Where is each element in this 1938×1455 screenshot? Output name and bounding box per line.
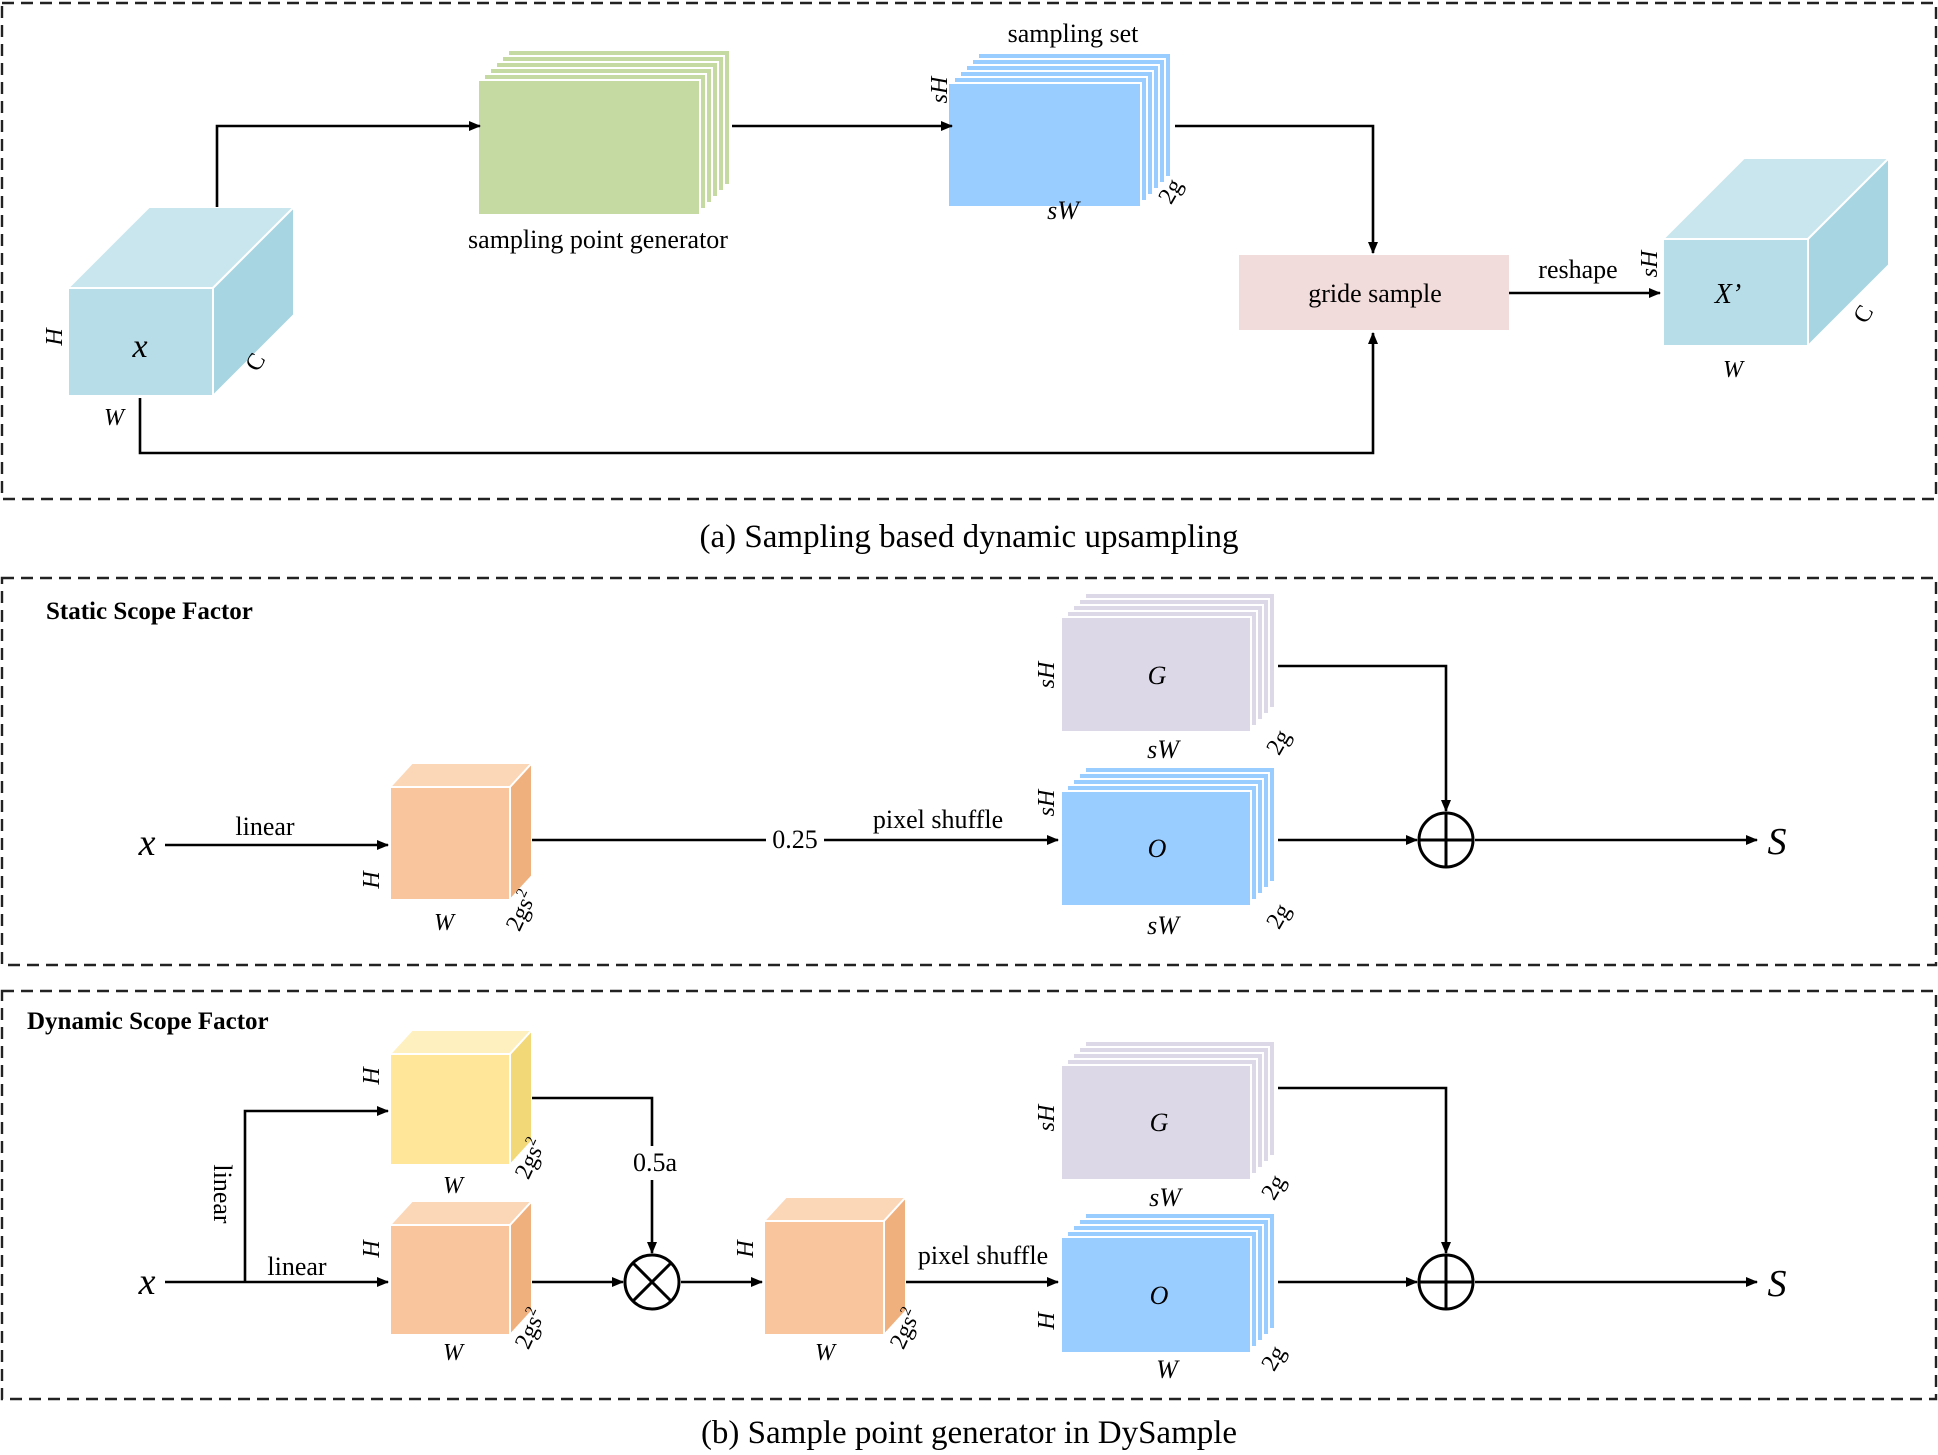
input-cube-width-label: W — [104, 405, 126, 431]
static-scope-title: Static Scope Factor — [46, 598, 253, 625]
dynamic-o-width-label: W — [1156, 1355, 1180, 1384]
dynamic-yellow-width-label: W — [443, 1173, 465, 1199]
static-o-width-label: sW — [1147, 911, 1181, 940]
dynamic-line-yellow-to-factor — [532, 1096, 654, 1146]
dynamic-g-stack — [1060, 1040, 1276, 1181]
static-g-depth-label: 2g — [1262, 726, 1297, 760]
sampling-point-generator-label: sampling point generator — [468, 225, 728, 254]
dynamic-g-width-label: sW — [1149, 1183, 1183, 1212]
sampling-set-stack — [947, 52, 1172, 208]
dynamic-arrow-g-to-add — [1278, 1086, 1451, 1254]
static-factor-label: 0.25 — [772, 825, 818, 854]
static-o-stack — [1060, 766, 1276, 907]
static-linear-label: linear — [235, 812, 295, 841]
dynamic-linear-label: linear — [267, 1252, 327, 1281]
dynamic-add-icon — [1417, 1253, 1475, 1311]
static-orange-block — [387, 760, 535, 903]
static-output-s: S — [1768, 821, 1787, 863]
arrow-sampling-set-to-grid-sample — [1175, 124, 1378, 254]
output-cube-label: X’ — [1714, 279, 1741, 310]
reshape-label: reshape — [1538, 255, 1617, 284]
static-block-width-label: W — [434, 910, 456, 936]
dynamic-pixel-shuffle-label: pixel shuffle — [918, 1241, 1048, 1270]
arrow-x-to-grid-sample — [138, 332, 1378, 455]
dynamic-orange-height-label: H — [359, 1239, 385, 1259]
caption-a: (a) Sampling based dynamic upsampling — [700, 519, 1239, 555]
static-o-label: O — [1148, 834, 1167, 863]
dynamic-o-stack — [1060, 1212, 1276, 1354]
static-g-width-label: sW — [1147, 735, 1181, 764]
dynamic-g-depth-label: 2g — [1257, 1171, 1292, 1205]
static-g-stack — [1060, 592, 1276, 733]
dynamic-product-width-label: W — [815, 1340, 837, 1366]
dynamic-orange-width-label: W — [443, 1340, 465, 1366]
dynamic-orange-block — [387, 1198, 535, 1338]
sampling-set-width-label: sW — [1047, 196, 1081, 225]
output-cube-x-prime — [1660, 155, 1892, 349]
panel-dynamic-frame — [0, 989, 1938, 1401]
static-input-x: x — [138, 822, 156, 864]
dynamic-scope-title: Dynamic Scope Factor — [27, 1008, 269, 1035]
static-add-icon — [1417, 811, 1475, 869]
grid-sample-box — [1239, 255, 1509, 330]
dynamic-input-x: x — [138, 1261, 156, 1303]
dynamic-product-block — [761, 1194, 909, 1338]
dynamic-output-s: S — [1768, 1263, 1787, 1305]
dynamic-multiply-icon — [623, 1253, 681, 1311]
sampling-set-title: sampling set — [1008, 19, 1139, 48]
output-cube-height-label: sH — [1637, 249, 1663, 277]
sampling-set-height-label: sH — [927, 75, 953, 103]
dynamic-g-label: G — [1150, 1108, 1169, 1137]
input-cube-x-label: x — [131, 328, 147, 365]
input-cube-height-label: H — [42, 327, 68, 347]
grid-sample-label: gride sample — [1308, 279, 1442, 308]
dynamic-o-label: O — [1150, 1281, 1169, 1310]
panel-static-frame — [0, 576, 1938, 967]
dynamic-o-depth-label: 2g — [1257, 1342, 1292, 1376]
static-o-height-label: sH — [1034, 788, 1060, 816]
dynamic-g-height-label: sH — [1034, 1103, 1060, 1131]
static-arrow-g-to-add — [1278, 664, 1451, 812]
input-cube-x — [65, 204, 297, 399]
caption-b: (b) Sample point generator in DySample — [701, 1415, 1237, 1451]
dynamic-yellow-height-label: H — [359, 1066, 385, 1086]
static-pixel-shuffle-label: pixel shuffle — [873, 805, 1003, 834]
dynamic-factor-label: 0.5a — [633, 1148, 678, 1177]
static-g-height-label: sH — [1034, 660, 1060, 688]
static-o-depth-label: 2g — [1262, 900, 1297, 934]
sampling-point-generator-stack — [477, 49, 731, 216]
dynamic-product-height-label: H — [733, 1239, 759, 1259]
dynamic-linear-vertical-label: linear — [208, 1164, 237, 1224]
output-cube-width-label: W — [1723, 357, 1745, 383]
arrow-x-to-generator — [215, 121, 481, 207]
dynamic-o-height-label: H — [1034, 1311, 1060, 1331]
dynamic-arrow-x-to-yellow — [243, 1106, 389, 1282]
static-g-label: G — [1148, 661, 1167, 690]
static-block-height-label: H — [359, 870, 385, 890]
dynamic-yellow-block — [387, 1027, 535, 1168]
output-cube-channel-label: C — [1849, 301, 1880, 328]
